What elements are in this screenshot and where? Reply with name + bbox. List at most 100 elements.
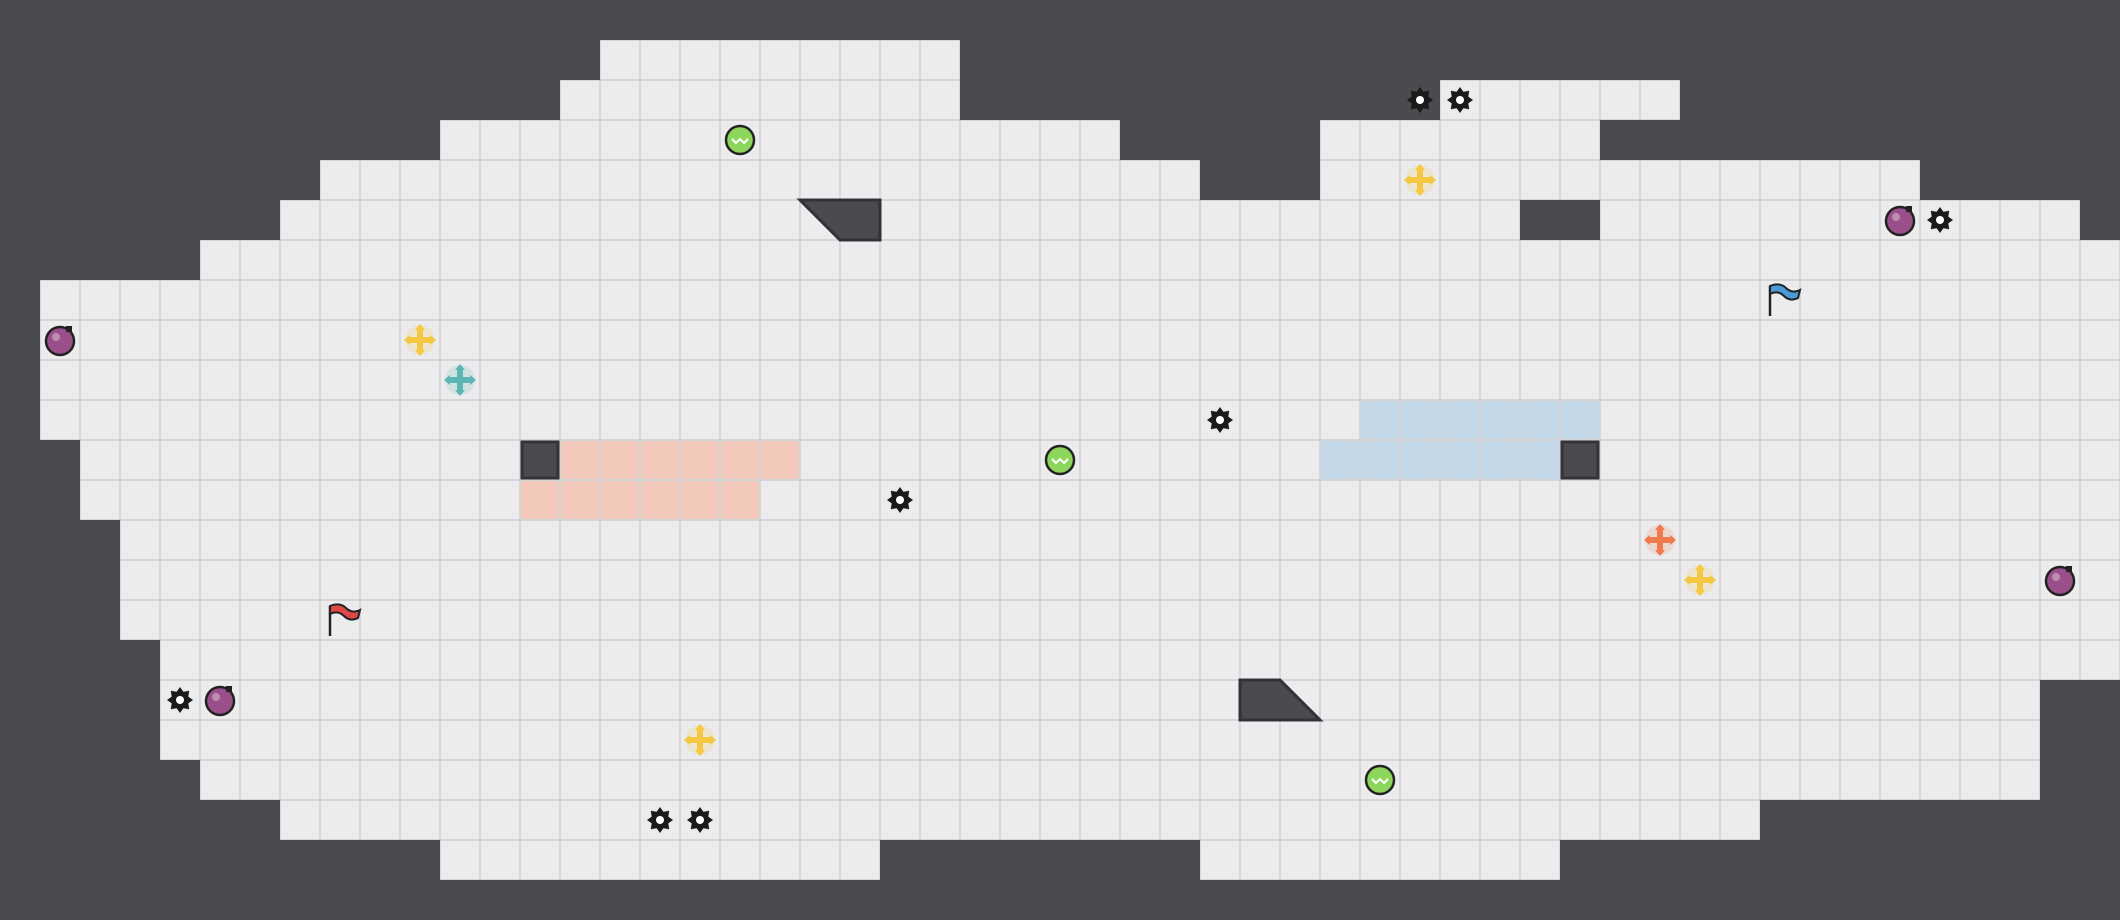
floor-tile: [840, 480, 880, 520]
floor-tile: [1400, 760, 1440, 800]
grid-cell: [1720, 600, 1760, 640]
grid-cell: [800, 40, 840, 80]
floor-tile: [280, 520, 320, 560]
floor-tile: [760, 200, 800, 240]
grid-cell: [440, 760, 480, 800]
floor-tile: [400, 200, 440, 240]
grid-cell: [280, 440, 320, 480]
floor-tile: [480, 240, 520, 280]
floor-tile: [1680, 440, 1720, 480]
grid-cell: [720, 400, 760, 440]
grid-cell: [1280, 800, 1320, 840]
grid-cell: [1280, 400, 1320, 440]
floor-tile: [320, 800, 360, 840]
grid-cell: [1840, 200, 1880, 240]
floor-tile: [160, 360, 200, 400]
grid-cell: [1440, 760, 1480, 800]
grid-cell: [320, 320, 360, 360]
grid-cell: [1320, 200, 1360, 240]
grid-cell: [1680, 440, 1720, 480]
grid-cell: [920, 560, 960, 600]
grid-cell: [520, 600, 560, 640]
grid-cell: [600, 320, 640, 360]
floor-tile: [1840, 440, 1880, 480]
floor-tile: [840, 120, 880, 160]
grid-cell: [1320, 680, 1360, 720]
grid-cell: [1600, 480, 1640, 520]
floor-tile: [560, 200, 600, 240]
grid-cell: [1280, 560, 1320, 600]
floor-tile: [1520, 640, 1560, 680]
floor-tile: [1400, 320, 1440, 360]
floor-tile: [1720, 520, 1760, 560]
grid-cell: [880, 600, 920, 640]
floor-tile: [1320, 800, 1360, 840]
grid-cell: [1040, 240, 1080, 280]
grid-cell: [1320, 800, 1360, 840]
floor-tile: [2000, 640, 2040, 680]
grid-cell: [1160, 760, 1200, 800]
floor-tile: [440, 400, 480, 440]
floor-tile: [1000, 480, 1040, 520]
grid-cell: [1560, 600, 1600, 640]
grid-cell: [960, 200, 1000, 240]
floor-tile: [440, 720, 480, 760]
floor-tile: [120, 560, 160, 600]
grid-cell: [1960, 640, 2000, 680]
floor-tile: [1320, 280, 1360, 320]
grid-cell: [80, 280, 120, 320]
floor-tile: [240, 240, 280, 280]
floor-tile: [1600, 720, 1640, 760]
grid-cell: [1320, 520, 1360, 560]
floor-tile: [1120, 560, 1160, 600]
grid-cell: [400, 560, 440, 600]
grid-cell: [280, 240, 320, 280]
grid-cell: [1560, 400, 1600, 440]
grid-cell: [1000, 520, 1040, 560]
floor-tile: [600, 560, 640, 600]
grid-cell: [320, 760, 360, 800]
blue-zone-tile: [1480, 440, 1520, 480]
floor-tile: [1600, 280, 1640, 320]
grid-cell: [1320, 840, 1360, 880]
floor-tile: [400, 360, 440, 400]
floor-tile: [1880, 680, 1920, 720]
grid-cell: [240, 320, 280, 360]
grid-cell: [480, 280, 520, 320]
floor-tile: [1200, 720, 1240, 760]
grid-cell: [400, 680, 440, 720]
grid-cell: [840, 560, 880, 600]
grid-cell: [1800, 200, 1840, 240]
floor-tile: [880, 520, 920, 560]
floor-tile: [1720, 360, 1760, 400]
floor-tile: [840, 680, 880, 720]
grid-cell: [1480, 760, 1520, 800]
floor-tile: [840, 800, 880, 840]
grid-cell: [160, 440, 200, 480]
grid-cell: [520, 640, 560, 680]
grid-cell: [440, 520, 480, 560]
floor-tile: [1320, 400, 1360, 440]
grid-cell: [800, 560, 840, 600]
floor-tile: [1800, 600, 1840, 640]
floor-tile: [760, 360, 800, 400]
grid-cell: [1600, 400, 1640, 440]
grid-cell: [1440, 160, 1480, 200]
floor-tile: [1720, 640, 1760, 680]
floor-tile: [400, 600, 440, 640]
grid-cell: [840, 600, 880, 640]
grid-cell: [240, 280, 280, 320]
floor-tile: [1280, 840, 1320, 880]
grid-cell: [800, 680, 840, 720]
floor-tile: [1720, 440, 1760, 480]
floor-tile: [1760, 760, 1800, 800]
floor-tile: [520, 120, 560, 160]
grid-cell: [2000, 680, 2040, 720]
grid-cell: [400, 280, 440, 320]
floor-tile: [1200, 560, 1240, 600]
grid-cell: [1680, 280, 1720, 320]
grid-cell: [840, 680, 880, 720]
grid-cell: [440, 480, 480, 520]
floor-tile: [1000, 320, 1040, 360]
